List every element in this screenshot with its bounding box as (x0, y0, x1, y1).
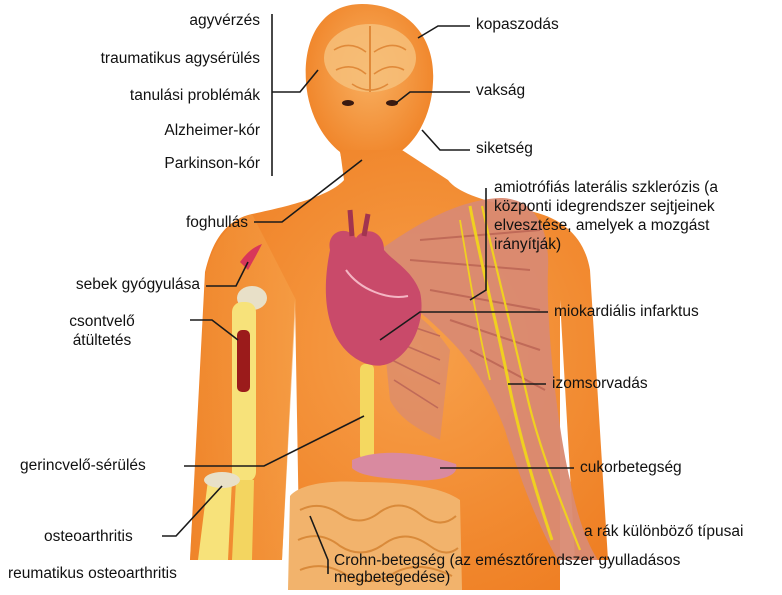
label-crohn-betegseg: Crohn-betegség (az emésztőrendszer gyull… (334, 552, 774, 586)
label-parkinson-kor: Parkinson-kór (164, 155, 260, 173)
label-miokardialis-infarktus: miokardiális infarktus (554, 303, 699, 321)
kopaszodas-line (418, 26, 470, 38)
label-kopaszodas: kopaszodás (476, 16, 559, 34)
bone-marrow (237, 330, 250, 392)
label-izomsorvadas: izomsorvadás (552, 375, 648, 393)
label-cukorbetegseg: cukorbetegség (580, 459, 682, 477)
label-csontvelo-atultetes: csontvelő átültetés (42, 312, 162, 350)
spine (360, 364, 374, 460)
left-eye (342, 100, 354, 106)
label-foghullas: foghullás (186, 214, 248, 232)
label-siketseg: siketség (476, 140, 533, 158)
label-tanulasi-problemak: tanulási problémák (130, 87, 260, 105)
label-alzheimer-kor: Alzheimer-kór (164, 122, 260, 140)
label-sebek-gyogyulasa: sebek gyógyulása (76, 276, 200, 294)
siketseg-line (422, 130, 470, 150)
label-als: amiotrófiás laterális szklerózis (a közp… (494, 178, 778, 254)
label-osteoarthritis: osteoarthritis (44, 528, 133, 546)
label-traumatikus-agyserules: traumatikus agysérülés (101, 50, 260, 68)
label-gerincvelo-serules: gerincvelő-sérülés (20, 457, 146, 475)
label-rak-tipusai: a rák különböző típusai (584, 523, 743, 541)
label-vaksag: vakság (476, 82, 525, 100)
brain (324, 24, 416, 92)
label-agyverzes: agyvérzés (189, 12, 260, 30)
label-reumatikus-osteoarthritis: reumatikus osteoarthritis (8, 565, 177, 583)
